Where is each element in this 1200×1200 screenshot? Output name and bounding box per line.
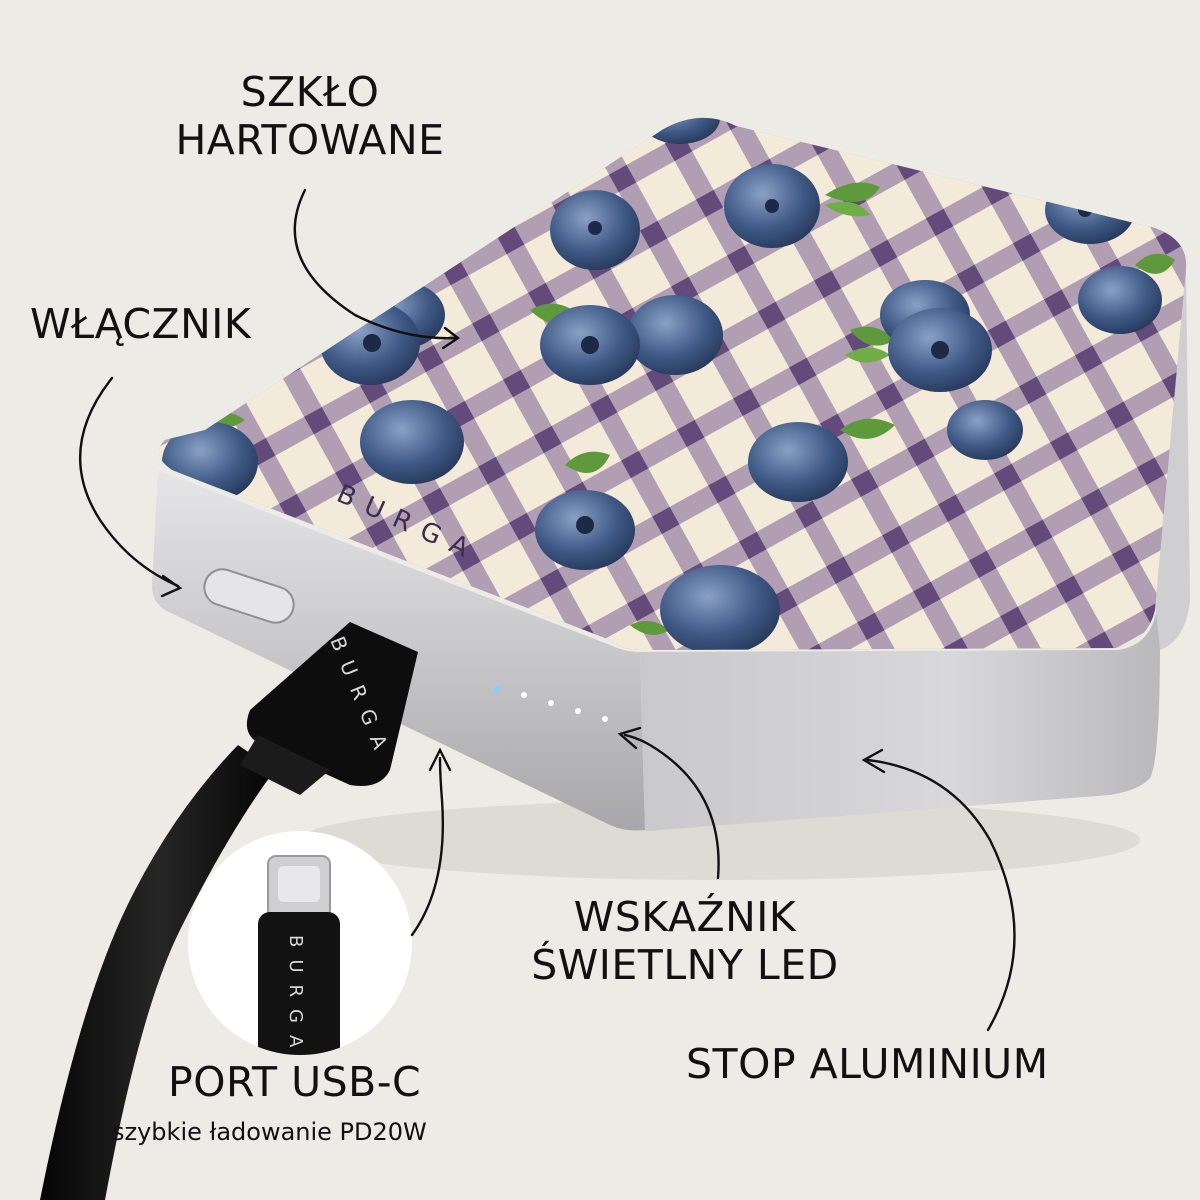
led-dot	[521, 692, 527, 698]
led-dot	[602, 716, 608, 722]
led-label-line1: WSKAŹNIK	[573, 893, 797, 941]
glass-label-line2: HARTOWANE	[175, 116, 445, 164]
usb-c-detail-callout: BURGA	[188, 831, 412, 1059]
svg-text:BURGA: BURGA	[285, 935, 306, 1059]
glass-label-line1: SZKŁO	[240, 68, 380, 116]
arrow-led-head	[617, 726, 642, 750]
arrow-port-head	[428, 747, 452, 772]
port-sublabel: szybkie ładowanie PD20W	[112, 1118, 427, 1146]
arrow-power-head	[160, 574, 183, 598]
led-dot	[548, 700, 554, 706]
port-label: PORT USB-C	[168, 1058, 422, 1106]
tempered-glass-top	[158, 117, 1187, 650]
led-label: WSKAŹNIK ŚWIETLNY LED	[520, 893, 850, 989]
arrow-power	[78, 376, 180, 588]
arrow-glass-head	[441, 326, 461, 350]
arrow-aluminium	[866, 758, 1016, 1032]
led-label-line2: ŚWIETLNY LED	[531, 941, 839, 989]
led-indicator	[493, 685, 608, 722]
usb-c-cable: BURGA	[40, 622, 418, 1200]
device-shadow	[300, 800, 1140, 880]
power-button-label: WŁĄCZNIK	[30, 300, 252, 348]
arrow-aluminium-head	[861, 748, 886, 774]
material-label: STOP ALUMINIUM	[686, 1040, 1049, 1088]
arrow-led	[623, 733, 720, 880]
callout-arrows	[78, 188, 1016, 1032]
power-button[interactable]	[200, 565, 299, 628]
glass-label: SZKŁO HARTOWANE	[160, 68, 460, 164]
arrow-port	[410, 756, 445, 937]
led-dot-lit	[493, 685, 501, 693]
led-dot	[575, 708, 581, 714]
device-right-side	[640, 612, 1160, 831]
arrow-glass	[293, 188, 457, 340]
